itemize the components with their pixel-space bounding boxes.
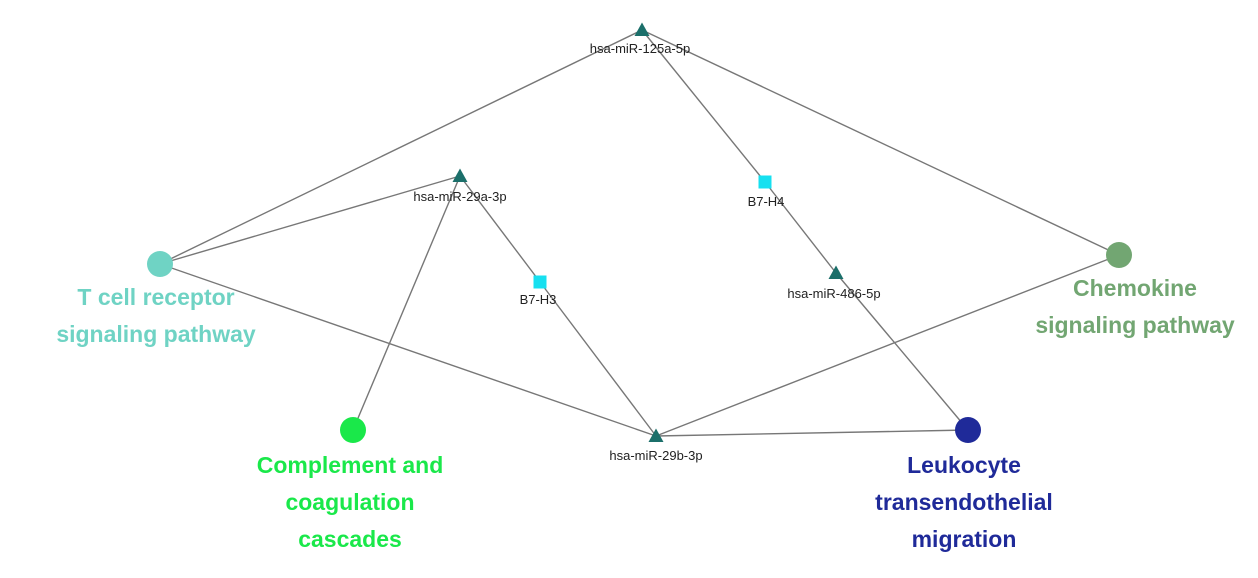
node-mir29a-triangle[interactable] — [452, 168, 468, 183]
edge-tcell-mir29b — [159, 263, 657, 437]
edge-mir125a-b7h4 — [641, 29, 766, 183]
label-leukocyte: Leukocyte transendothelial migration — [875, 452, 1053, 552]
edge-mir125a-chemokine — [641, 29, 1120, 256]
label-complement-line-2: cascades — [298, 526, 402, 552]
edge-mir29b-leukocyte — [655, 429, 969, 437]
label-mir29a: hsa-miR-29a-3p — [413, 189, 506, 204]
label-chemokine-line-1: signaling pathway — [1035, 312, 1235, 338]
label-tcell-line-1: signaling pathway — [56, 321, 256, 347]
label-b7h3: B7-H3 — [520, 292, 557, 307]
label-chemokine-line-0: Chemokine — [1073, 275, 1197, 301]
label-leukocyte-line-2: migration — [912, 526, 1017, 552]
edge-mir125a-tcell — [159, 29, 643, 265]
label-b7h4: B7-H4 — [748, 194, 785, 209]
label-mir125a: hsa-miR-125a-5p — [590, 41, 690, 56]
edge-mir29a-complement — [352, 175, 461, 431]
node-leukocyte-circle[interactable] — [955, 417, 981, 443]
node-b7h3-square[interactable] — [533, 275, 547, 289]
nodes-layer — [147, 22, 1132, 443]
label-leukocyte-line-1: transendothelial — [875, 489, 1053, 515]
node-mir486-triangle[interactable] — [828, 265, 844, 280]
node-mir125a-triangle[interactable] — [634, 22, 650, 37]
edge-mir29b-chemokine — [655, 254, 1120, 437]
edge-mir29a-b7h3 — [459, 175, 541, 283]
label-complement-line-1: coagulation — [285, 489, 414, 515]
edges-layer — [159, 29, 1120, 437]
label-mir29b: hsa-miR-29b-3p — [609, 448, 702, 463]
label-leukocyte-line-0: Leukocyte — [907, 452, 1021, 478]
edge-b7h4-mir486 — [764, 181, 837, 274]
label-complement-line-0: Complement and — [257, 452, 444, 478]
label-tcell: T cell receptor signaling pathway — [56, 284, 256, 347]
label-complement: Complement and coagulation cascades — [257, 452, 444, 552]
labels-layer: hsa-miR-125a-5p hsa-miR-29a-3p hsa-miR-486… — [56, 41, 1235, 552]
edge-mir29a-tcell — [159, 175, 461, 265]
edge-mir486-leukocyte — [835, 272, 969, 431]
node-complement-circle[interactable] — [340, 417, 366, 443]
node-b7h4-square[interactable] — [758, 175, 772, 189]
edge-b7h3-mir29b — [539, 281, 657, 437]
node-chemokine-circle[interactable] — [1106, 242, 1132, 268]
label-mir486: hsa-miR-486-5p — [787, 286, 880, 301]
label-chemokine: Chemokine signaling pathway — [1035, 275, 1235, 338]
node-tcell-circle[interactable] — [147, 251, 173, 277]
node-mir29b-triangle[interactable] — [648, 428, 664, 443]
label-tcell-line-0: T cell receptor — [77, 284, 234, 310]
